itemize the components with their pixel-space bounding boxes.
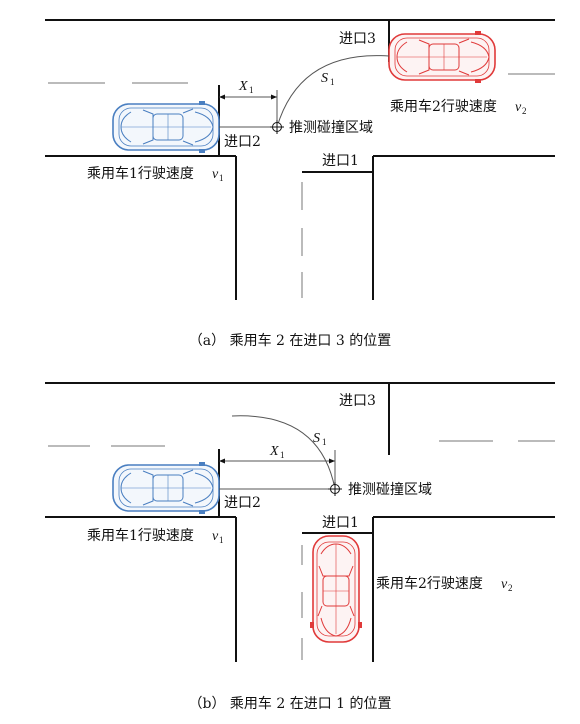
- x1-subscript: 1: [249, 85, 254, 95]
- car1-blue: [112, 100, 220, 154]
- panel-b: 进口3 进口2 进口1 X 1 S 1 推测碰撞区域 乘用车1行驶速度 v 1 …: [45, 382, 555, 712]
- collision-zone-label: 推测碰撞区域: [348, 482, 432, 498]
- s1-subscript: 1: [322, 437, 327, 447]
- arrow-right: [329, 458, 335, 464]
- panel-a: 进口3 进口2 进口1 X 1 S 1 推测碰撞区域 乘用车1行驶速度 v 1 …: [45, 19, 555, 349]
- car1-blue: [112, 461, 220, 515]
- caption-a: （a） 乘用车 2 在进口 3 的位置: [189, 332, 391, 349]
- arrow-left: [219, 458, 225, 464]
- car1-speed-var: v: [212, 167, 219, 182]
- car1-speed-sub: 1: [219, 173, 224, 183]
- s1-label: S: [313, 431, 320, 446]
- s1-arc: [276, 55, 390, 128]
- entrance1-label: 进口1: [322, 515, 359, 531]
- x1-subscript: 1: [280, 450, 285, 460]
- car2-speed-var: v: [501, 577, 508, 592]
- collision-point-icon: [327, 481, 343, 497]
- collision-point-icon: [269, 119, 285, 135]
- entrance2-label: 进口2: [224, 134, 261, 150]
- car2-speed-sub: 2: [522, 106, 527, 116]
- car2-speed-sub: 2: [508, 583, 513, 593]
- car2-speed-label: 乘用车2行驶速度: [376, 575, 483, 592]
- car1-speed-label: 乘用车1行驶速度: [87, 527, 194, 544]
- entrance1-label: 进口1: [322, 153, 359, 169]
- car2-red: [388, 30, 496, 84]
- s1-subscript: 1: [330, 77, 335, 87]
- arrow-left: [219, 94, 225, 100]
- arrow-right: [271, 94, 277, 100]
- entrance3-label: 进口3: [339, 31, 376, 47]
- entrance2-label: 进口2: [224, 495, 261, 511]
- entrance3-label: 进口3: [339, 393, 376, 409]
- caption-b: （b） 乘用车 2 在进口 1 的位置: [188, 695, 391, 712]
- x1-label: X: [269, 444, 279, 459]
- car1-speed-label: 乘用车1行驶速度: [87, 165, 194, 182]
- x1-label: X: [238, 79, 248, 94]
- car2-speed-var: v: [515, 100, 522, 115]
- s1-label: S: [321, 71, 328, 86]
- collision-zone-label: 推测碰撞区域: [289, 120, 373, 136]
- s1-arc: [231, 415, 336, 490]
- car1-speed-var: v: [212, 529, 219, 544]
- car2-red: [309, 535, 363, 643]
- car2-speed-label: 乘用车2行驶速度: [390, 98, 497, 115]
- car1-speed-sub: 1: [219, 535, 224, 545]
